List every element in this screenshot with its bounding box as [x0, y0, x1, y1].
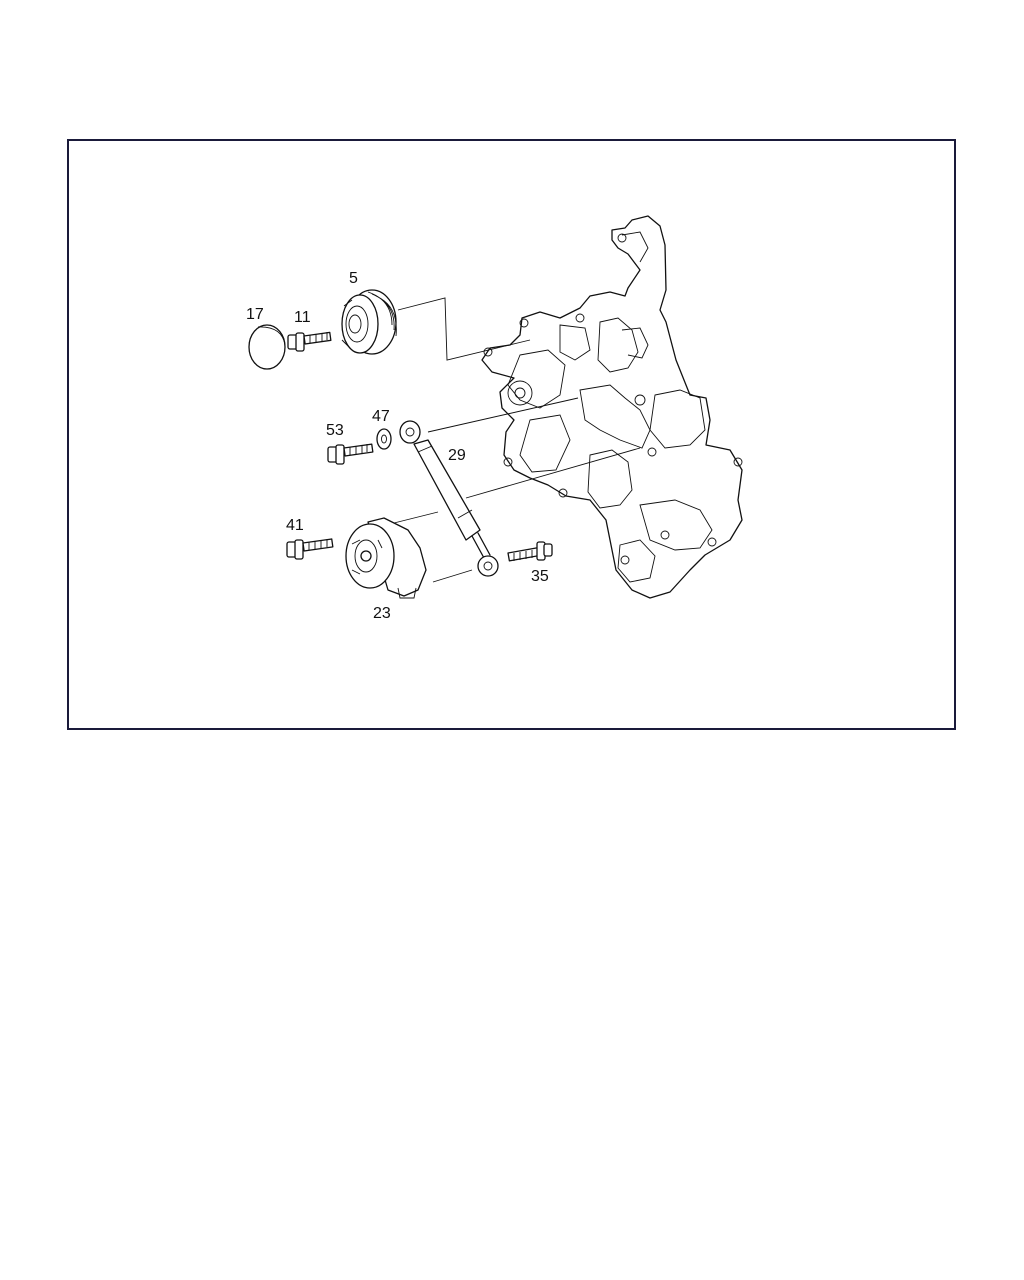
- callout-11: 11: [294, 309, 311, 326]
- cap-part-17: [248, 324, 286, 370]
- idler-pulley-part-5: [341, 289, 397, 355]
- bolt-part-35: [507, 541, 553, 562]
- bolt-part-11: [287, 331, 332, 352]
- bolt-part-41: [286, 538, 334, 560]
- leader-lines: [389, 297, 641, 583]
- damper-part-29: [399, 420, 499, 577]
- callout-29: 29: [448, 447, 466, 464]
- callout-53: 53: [326, 422, 344, 439]
- callout-5: 5: [349, 270, 358, 287]
- callout-41: 41: [286, 517, 304, 534]
- diagram-frame: [67, 139, 956, 730]
- callout-17: 17: [246, 306, 264, 323]
- callout-35: 35: [531, 568, 549, 585]
- bolt-part-53: [327, 443, 374, 465]
- washer-part-47: [376, 428, 392, 450]
- belt-tensioner-part-23: [345, 517, 427, 599]
- callout-labels: 17 11 5 53 47 29 41 35 23: [246, 270, 549, 622]
- engine-front-cover: [481, 215, 743, 599]
- callout-47: 47: [372, 408, 390, 425]
- callout-23: 23: [373, 605, 391, 622]
